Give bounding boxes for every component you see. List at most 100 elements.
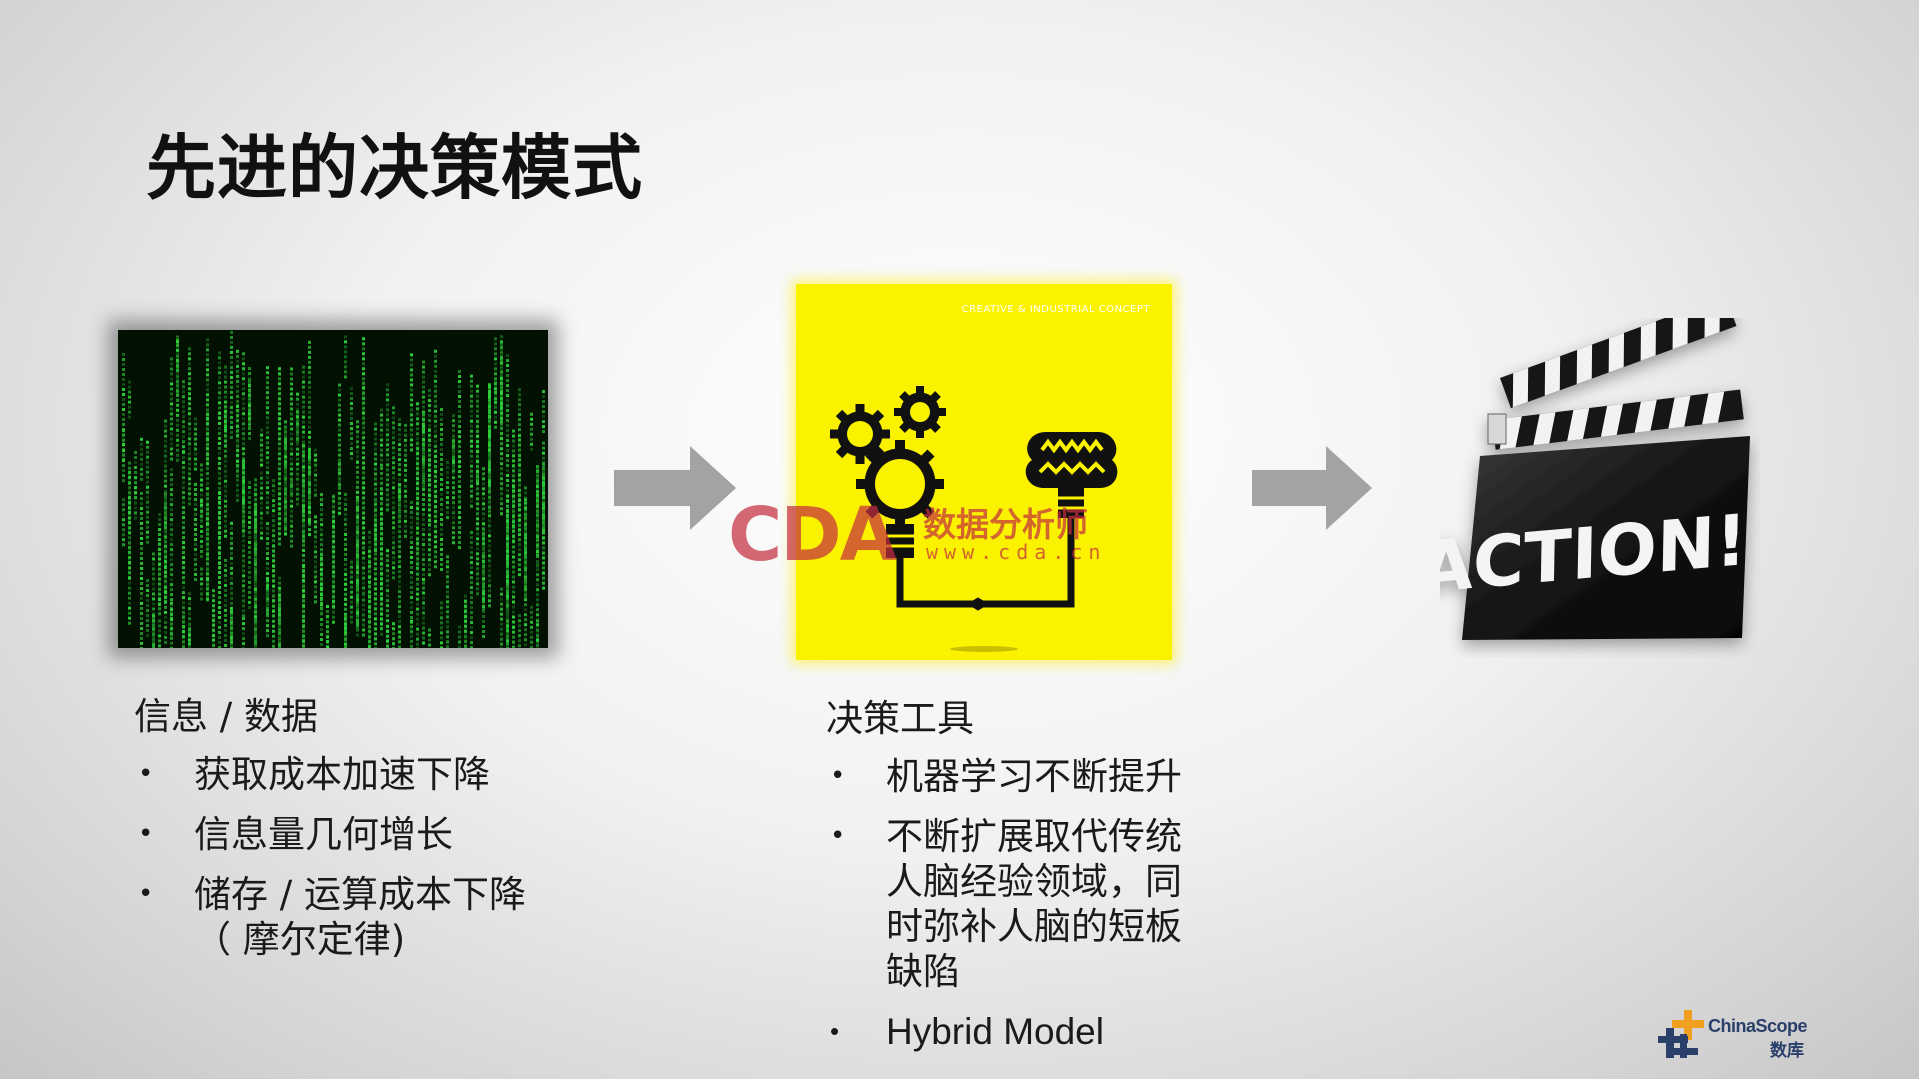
matrix-glyph <box>524 543 527 547</box>
matrix-glyph <box>536 533 539 537</box>
matrix-glyph <box>344 587 347 591</box>
matrix-glyph <box>164 585 167 589</box>
matrix-glyph <box>482 584 485 588</box>
matrix-glyph <box>356 601 359 605</box>
matrix-glyph <box>458 455 461 459</box>
matrix-glyph <box>266 577 269 581</box>
matrix-glyph <box>278 422 281 426</box>
matrix-glyph <box>188 607 191 611</box>
matrix-glyph <box>422 420 425 424</box>
matrix-glyph <box>308 410 311 414</box>
matrix-glyph <box>356 598 359 602</box>
matrix-glyph <box>170 367 173 371</box>
matrix-glyph <box>416 537 419 541</box>
matrix-glyph <box>452 511 455 515</box>
matrix-glyph <box>356 576 359 580</box>
matrix-glyph <box>512 595 515 599</box>
matrix-glyph <box>224 633 227 637</box>
matrix-glyph <box>416 422 419 426</box>
matrix-glyph <box>374 544 377 548</box>
matrix-glyph <box>254 610 257 614</box>
matrix-glyph <box>284 497 287 501</box>
matrix-glyph <box>500 356 503 360</box>
matrix-glyph <box>242 412 245 416</box>
matrix-glyph <box>380 566 383 570</box>
matrix-glyph <box>380 587 383 591</box>
matrix-glyph <box>140 641 143 645</box>
matrix-glyph <box>392 496 395 500</box>
arrow-right-icon <box>1252 446 1372 530</box>
matrix-glyph <box>512 444 515 448</box>
matrix-glyph <box>278 477 281 481</box>
matrix-glyph <box>380 547 383 551</box>
matrix-glyph <box>170 457 173 461</box>
matrix-glyph <box>218 521 221 525</box>
matrix-glyph <box>416 521 419 525</box>
matrix-glyph <box>398 493 401 497</box>
matrix-glyph <box>512 469 515 473</box>
matrix-glyph <box>392 647 395 648</box>
matrix-glyph <box>344 597 347 601</box>
matrix-glyph <box>356 475 359 479</box>
matrix-glyph <box>218 481 221 485</box>
matrix-glyph <box>500 355 503 359</box>
matrix-glyph <box>386 463 389 467</box>
matrix-glyph <box>440 611 443 615</box>
matrix-glyph <box>512 565 515 569</box>
matrix-glyph <box>542 410 545 414</box>
matrix-glyph <box>470 469 473 473</box>
matrix-glyph <box>254 505 257 509</box>
matrix-glyph <box>452 464 455 468</box>
matrix-glyph <box>290 427 293 431</box>
matrix-glyph <box>374 547 377 551</box>
matrix-glyph <box>230 581 233 585</box>
matrix-glyph <box>290 499 293 503</box>
matrix-glyph <box>428 453 431 457</box>
matrix-glyph <box>122 407 125 411</box>
matrix-glyph <box>176 365 179 369</box>
matrix-glyph <box>338 471 341 475</box>
matrix-glyph <box>296 437 299 441</box>
matrix-glyph <box>326 605 329 609</box>
matrix-glyph <box>542 390 545 394</box>
matrix-glyph <box>362 411 365 415</box>
matrix-glyph <box>182 586 185 590</box>
matrix-glyph <box>458 405 461 409</box>
matrix-glyph <box>320 528 323 532</box>
matrix-glyph <box>506 369 509 373</box>
matrix-glyph <box>410 358 413 362</box>
matrix-glyph <box>242 594 245 598</box>
matrix-glyph <box>464 615 467 619</box>
matrix-glyph <box>416 462 419 466</box>
matrix-glyph <box>230 541 233 545</box>
matrix-glyph <box>536 545 539 549</box>
matrix-glyph <box>386 604 389 608</box>
matrix-glyph <box>290 472 293 476</box>
matrix-glyph <box>284 502 287 506</box>
matrix-glyph <box>284 475 287 479</box>
matrix-glyph <box>428 424 431 428</box>
matrix-glyph <box>440 542 443 546</box>
matrix-glyph <box>506 542 509 546</box>
matrix-glyph <box>512 514 515 518</box>
matrix-glyph <box>536 498 539 502</box>
matrix-glyph <box>182 511 185 515</box>
matrix-glyph <box>158 629 161 633</box>
matrix-glyph <box>146 594 149 598</box>
matrix-glyph <box>524 585 527 589</box>
matrix-glyph <box>398 615 401 619</box>
matrix-glyph <box>476 479 479 483</box>
matrix-glyph <box>500 395 503 399</box>
matrix-glyph <box>242 476 245 480</box>
matrix-glyph <box>170 447 173 451</box>
matrix-glyph <box>512 560 515 564</box>
matrix-glyph <box>536 608 539 612</box>
matrix-glyph <box>470 494 473 498</box>
matrix-glyph <box>200 597 203 601</box>
matrix-glyph <box>362 486 365 490</box>
matrix-glyph <box>344 375 347 379</box>
matrix-glyph <box>266 461 269 465</box>
matrix-glyph <box>482 604 485 608</box>
matrix-glyph <box>206 378 209 382</box>
matrix-glyph <box>260 463 263 467</box>
